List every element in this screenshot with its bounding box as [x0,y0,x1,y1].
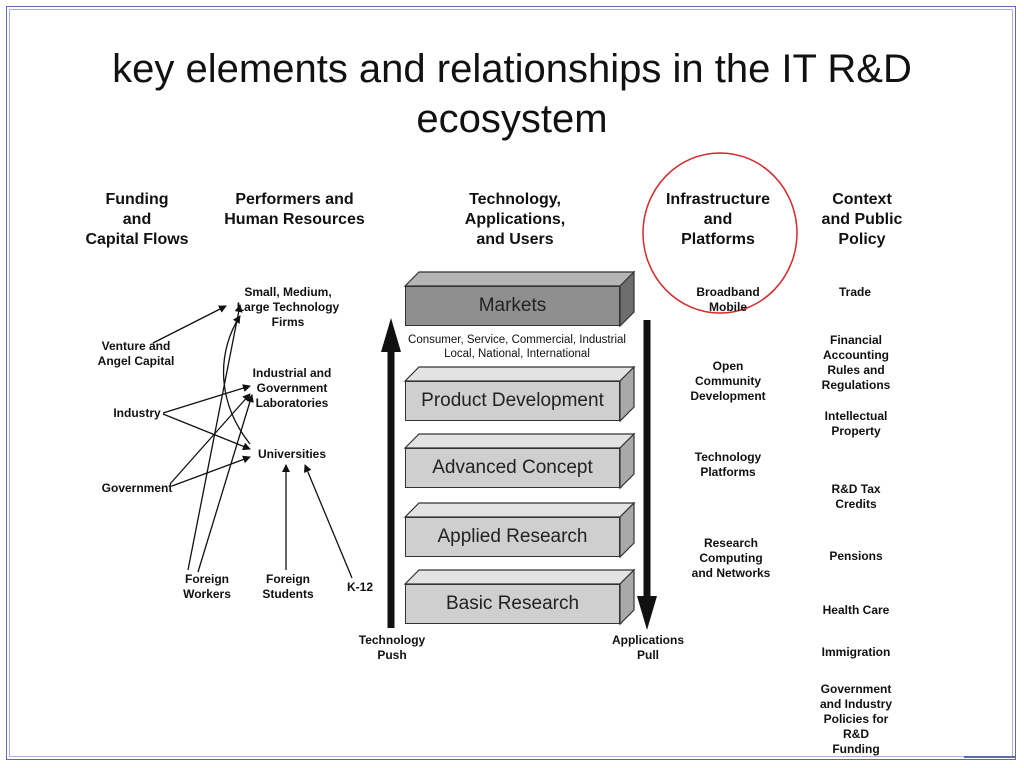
broadband-mobile-label: Broadband Mobile [696,285,760,314]
markets-block: Markets [405,286,620,326]
labs-label: Industrial and Government Laboratories [252,366,332,410]
universities-label: Universities [257,447,327,461]
basic-research-block: Basic Research [405,584,620,624]
financial-rules-label: Financial Accounting Rules and Regulatio… [821,333,891,392]
technology-firms-label: Small, Medium, Large Technology Firms [236,285,340,329]
arrow-universities-firms [222,315,251,445]
markets-side-face [619,270,635,328]
highlight-circle [642,152,798,314]
applications-pull-arrowhead [637,596,657,630]
arrow-government-universities [171,455,251,487]
advanced-concept-top-face [403,433,636,449]
markets-top-face [403,271,636,287]
government-industry-policies-label: Government and Industry Policies for R&D… [819,682,892,756]
government-label: Government [101,481,173,495]
arrow-industry-labs [162,384,251,414]
applied-research-side-face [619,501,635,559]
research-computing-label: Research Computing and Networks [691,536,771,580]
foreign-workers-label: Foreign Workers [183,572,231,601]
k12-label: K-12 [346,580,373,594]
intellectual-property-label: Intellectual Property [824,409,888,438]
applied-research-top-face [403,502,636,518]
rd-tax-credits-label: R&D Tax Credits [831,482,881,511]
header-funding: Funding and Capital Flows [85,191,189,248]
product-development-side-face [619,365,635,423]
venture-angel-capital-label: Venture and Angel Capital [97,339,175,368]
advanced-concept-side-face [619,432,635,490]
immigration-label: Immigration [821,645,891,659]
applications-pull-label: Applications Pull [611,633,684,662]
applied-research-block: Applied Research [405,517,620,557]
advanced-concept-block: Advanced Concept [405,448,620,488]
header-performers: Performers and Human Resources [224,191,365,228]
arrow-government-labs [169,393,251,485]
slide-frame [6,6,1016,760]
arrow-industry-universities [162,413,251,451]
technology-push-label: Technology Push [358,633,426,662]
product-development-top-face [403,366,636,382]
markets-caption: Consumer, Service, Commercial, Industria… [408,334,626,360]
arrow-venture-firms [152,305,227,344]
industry-label: Industry [113,406,161,420]
arrow-k12-universities [303,464,353,579]
technology-platforms-label: Technology Platforms [694,450,762,479]
basic-research-side-face [619,568,635,626]
product-development-block: Product Development [405,381,620,421]
pensions-label: Pensions [829,549,883,563]
arrow-workers-firms [187,304,243,571]
arrow-workers-labs [197,394,254,573]
header-technology: Technology, Applications, and Users [464,191,566,248]
technology-push-arrowhead [381,318,401,352]
slide-frame-inner [9,9,1013,757]
open-community-label: Open Community Development [690,359,766,403]
trade-label: Trade [838,285,871,299]
foreign-students-label: Foreign Students [262,572,314,601]
header-context: Context and Public Policy [821,191,903,248]
slide-title: key elements and relationships in the IT… [112,47,912,141]
header-infrastructure: Infrastructure and Platforms [665,191,771,248]
footer-accent-line [964,756,1016,758]
health-care-label: Health Care [822,603,890,617]
basic-research-top-face [403,569,636,585]
